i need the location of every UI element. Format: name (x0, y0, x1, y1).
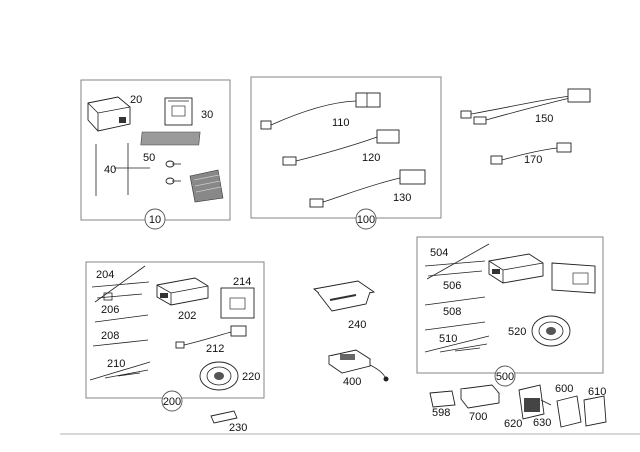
wiring-204-206 (91, 265, 150, 303)
wire-508b (424, 321, 486, 331)
control-unit-20 (87, 96, 131, 132)
control-unit-202 (156, 277, 209, 306)
wire-208b (92, 339, 149, 347)
label-598: 598 (432, 407, 450, 419)
label-20: 20 (130, 94, 142, 106)
label-520: 520 (508, 326, 526, 338)
wiring-504-506 (424, 243, 490, 280)
wiring-210 (89, 361, 151, 381)
label-group-100: 100 (357, 214, 375, 226)
label-600: 600 (555, 383, 573, 395)
module-700 (460, 384, 500, 409)
label-202: 202 (178, 310, 196, 322)
wire-508 (424, 296, 486, 306)
label-504: 504 (430, 247, 448, 259)
panel-600 (556, 395, 582, 428)
group-10-callout (144, 208, 166, 230)
group-100-frame (250, 76, 442, 219)
cable-110 (260, 92, 381, 130)
card-598 (429, 390, 456, 408)
label-204: 204 (96, 269, 114, 281)
part-230 (210, 410, 238, 424)
label-210: 210 (107, 358, 125, 370)
label-508: 508 (443, 306, 461, 318)
control-unit-500 (488, 253, 544, 284)
label-400: 400 (343, 376, 361, 388)
label-30: 30 (201, 109, 213, 121)
cable-170 (490, 142, 572, 165)
label-230: 230 (229, 422, 247, 434)
harness-150 (460, 88, 591, 125)
label-610: 610 (588, 386, 606, 398)
bracket-620-630 (518, 384, 552, 420)
label-130: 130 (393, 192, 411, 204)
velcro-pad (189, 169, 224, 203)
label-206: 206 (101, 304, 119, 316)
label-620: 620 (504, 418, 522, 430)
label-group-200: 200 (163, 396, 181, 408)
label-150: 150 (535, 113, 553, 125)
manual-500 (551, 262, 596, 294)
group-100-callout (355, 208, 377, 230)
cable-ties-40 (95, 143, 150, 196)
manual-214 (220, 287, 255, 319)
label-214: 214 (233, 276, 251, 288)
speaker-220 (199, 361, 239, 391)
group-200-callout (161, 390, 183, 412)
label-50: 50 (143, 152, 155, 164)
cable-130 (309, 169, 426, 208)
cable-120 (282, 129, 400, 166)
label-506: 506 (443, 280, 461, 292)
label-120: 120 (362, 152, 380, 164)
cable-212 (175, 325, 247, 349)
group-500-callout (494, 365, 516, 387)
panel-610 (583, 395, 607, 427)
wiring-510 (424, 335, 490, 353)
manual-30 (164, 97, 193, 126)
speaker-520 (531, 315, 571, 347)
label-group-500: 500 (496, 371, 514, 383)
bracket-240 (312, 280, 376, 312)
label-208: 208 (101, 330, 119, 342)
module-400 (327, 349, 389, 382)
label-630: 630 (533, 417, 551, 429)
label-40: 40 (104, 164, 116, 176)
wire-208 (94, 314, 149, 323)
adhesive-strip (140, 131, 201, 146)
screws-50 (165, 160, 181, 185)
label-212: 212 (206, 343, 224, 355)
label-170: 170 (524, 154, 542, 166)
label-240: 240 (348, 319, 366, 331)
label-220: 220 (242, 371, 260, 383)
label-510: 510 (439, 333, 457, 345)
label-group-10: 10 (149, 214, 161, 226)
label-700: 700 (469, 411, 487, 423)
label-110: 110 (332, 117, 350, 129)
